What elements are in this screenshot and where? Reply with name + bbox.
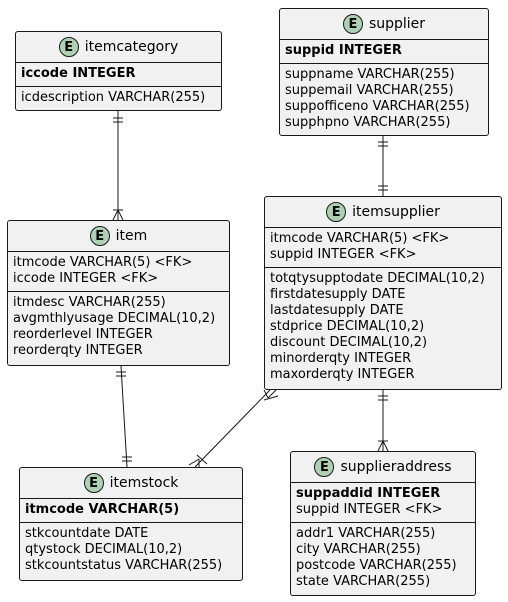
entity-name: itemsupplier (352, 204, 440, 220)
entity-badge-icon: E (326, 202, 347, 222)
rel-itemcategory-item (112, 111, 124, 221)
attribute: minorderqty INTEGER (270, 351, 412, 366)
foreign-key-attribute: suppid INTEGER <FK> (270, 247, 417, 262)
attribute: lastdatesupply DATE (270, 303, 404, 318)
attribute: firstdatesupply DATE (270, 287, 406, 302)
entity-name: itemstock (109, 475, 179, 491)
entity-header: E itemsupplier (265, 197, 501, 227)
attribute: supphpno VARCHAR(255) (285, 115, 451, 130)
attribute: maxorderqty INTEGER (270, 367, 415, 382)
attribute: suppemail VARCHAR(255) (285, 83, 454, 98)
attribute: icdescription VARCHAR(255) (21, 90, 206, 105)
attribute: reorderlevel INTEGER (13, 327, 153, 342)
entity-attribute-section: itmdesc VARCHAR(255) avgmthlyusage DECIM… (8, 291, 229, 363)
primary-key-attribute: itmcode VARCHAR(5) (25, 502, 180, 517)
entity-key-section: itmcode VARCHAR(5) (20, 498, 242, 522)
entity-attribute-section: suppname VARCHAR(255) suppemail VARCHAR(… (280, 63, 488, 135)
entity-itemcategory[interactable]: E itemcategory iccode INTEGER icdescript… (15, 31, 222, 111)
foreign-key-attribute: suppid INTEGER <FK> (296, 502, 443, 517)
attribute: discount DECIMAL(10,2) (270, 335, 428, 350)
primary-key-attribute: suppid INTEGER (285, 43, 402, 58)
entity-badge-icon: E (89, 226, 110, 246)
attribute: city VARCHAR(255) (296, 542, 421, 557)
attribute: postcode VARCHAR(255) (296, 558, 457, 573)
entity-name: supplieraddress (340, 459, 452, 475)
foreign-key-attribute: iccode INTEGER <FK> (13, 271, 159, 286)
entity-supplieraddress[interactable]: E supplieraddress suppaddid INTEGER supp… (290, 451, 476, 596)
entity-key-section: itmcode VARCHAR(5) <FK> iccode INTEGER <… (8, 251, 229, 291)
attribute: stkcountstatus VARCHAR(255) (25, 558, 223, 573)
attribute: addr1 VARCHAR(255) (296, 526, 436, 541)
entity-attribute-section: stkcountdate DATE qtystock DECIMAL(10,2)… (20, 522, 242, 578)
foreign-key-attribute: itmcode VARCHAR(5) <FK> (13, 255, 193, 270)
rel-itemsupplier-itemstock (188, 389, 279, 468)
attribute: suppofficeno VARCHAR(255) (285, 99, 470, 114)
attribute: avgmthlyusage DECIMAL(10,2) (13, 311, 216, 326)
rel-item-itemstock (116, 365, 132, 468)
entity-badge-icon: E (83, 473, 104, 493)
attribute: reorderqty INTEGER (13, 343, 143, 358)
entity-header: E supplier (280, 9, 488, 39)
entity-key-section: iccode INTEGER (16, 62, 221, 86)
attribute: itmdesc VARCHAR(255) (13, 295, 166, 310)
attribute: state VARCHAR(255) (296, 574, 431, 589)
entity-supplier[interactable]: E supplier suppid INTEGER suppname VARCH… (279, 8, 489, 136)
attribute: stdprice DECIMAL(10,2) (270, 319, 425, 334)
entity-header: E itemcategory (16, 32, 221, 62)
entity-badge-icon: E (58, 37, 79, 57)
attribute: totqtysupptodate DECIMAL(10,2) (270, 271, 485, 286)
primary-key-attribute: suppaddid INTEGER (296, 486, 441, 501)
foreign-key-attribute: itmcode VARCHAR(5) <FK> (270, 231, 450, 246)
entity-attribute-section: icdescription VARCHAR(255) (16, 86, 221, 110)
entity-badge-icon: E (342, 14, 363, 34)
entity-key-section: suppaddid INTEGER suppid INTEGER <FK> (291, 482, 475, 522)
entity-itemsupplier[interactable]: E itemsupplier itmcode VARCHAR(5) <FK> s… (264, 196, 502, 390)
entity-name: supplier (368, 16, 426, 32)
attribute: suppname VARCHAR(255) (285, 67, 455, 82)
entity-item[interactable]: E item itmcode VARCHAR(5) <FK> iccode IN… (7, 220, 230, 366)
entity-name: item (115, 228, 148, 244)
entity-badge-icon: E (314, 457, 335, 477)
entity-name: itemcategory (84, 39, 179, 55)
primary-key-attribute: iccode INTEGER (21, 66, 136, 81)
entity-attribute-section: totqtysupptodate DECIMAL(10,2) firstdate… (265, 267, 501, 387)
entity-attribute-section: addr1 VARCHAR(255) city VARCHAR(255) pos… (291, 522, 475, 594)
entity-itemstock[interactable]: E itemstock itmcode VARCHAR(5) stkcountd… (19, 467, 243, 581)
rel-supplier-itemsupplier (378, 136, 388, 196)
entity-key-section: suppid INTEGER (280, 39, 488, 63)
entity-key-section: itmcode VARCHAR(5) <FK> suppid INTEGER <… (265, 227, 501, 267)
entity-header: E supplieraddress (291, 452, 475, 482)
entity-header: E itemstock (20, 468, 242, 498)
attribute: stkcountdate DATE (25, 526, 149, 541)
entity-header: E item (8, 221, 229, 251)
attribute: qtystock DECIMAL(10,2) (25, 542, 183, 557)
rel-itemsupplier-supplieraddress (377, 390, 389, 452)
